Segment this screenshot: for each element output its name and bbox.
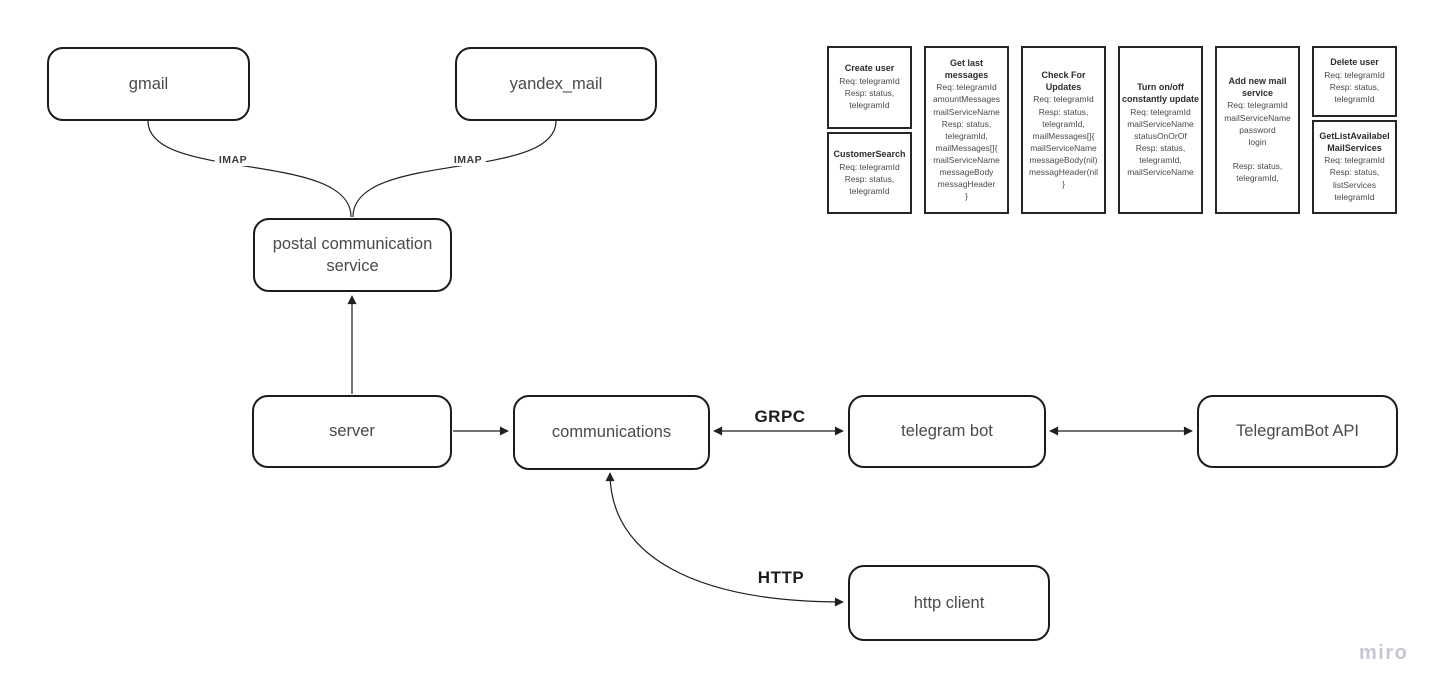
api-card-column-3: Check For Updates Req: telegramId Resp: … (1021, 46, 1106, 214)
api-card-body: Req: telegramId Resp: status, telegramId (839, 76, 900, 111)
connector-communications-httpclient-http[interactable] (605, 472, 844, 607)
api-card-title: Delete user (1330, 57, 1379, 68)
connector-yandex-postal[interactable] (352, 120, 557, 218)
api-card-create-user[interactable]: Create user Req: telegramId Resp: status… (827, 46, 912, 129)
api-card-body: Req: telegramId Resp: status, telegramId… (1029, 94, 1098, 189)
edge-label-imap-right[interactable]: IMAP (449, 154, 487, 166)
api-card-title: Create user (844, 63, 895, 74)
api-card-title: CustomerSearch (833, 148, 906, 159)
node-postal-communication-service[interactable]: postal communication service (253, 218, 452, 292)
node-communications[interactable]: communications (513, 395, 710, 470)
api-card-title: Turn on/off constantly update (1122, 82, 1200, 104)
api-card-title: GetListAvailabel MailServices (1319, 131, 1390, 153)
connector-gmail-postal[interactable] (147, 120, 352, 218)
node-server[interactable]: server (252, 395, 452, 468)
node-gmail-label: gmail (128, 74, 169, 93)
edge-label-http[interactable]: HTTP (753, 568, 809, 588)
api-card-getlist-availabel-mailservices[interactable]: GetListAvailabel MailServices Req: teleg… (1312, 119, 1397, 214)
api-card-body: Req: telegramId Resp: status, telegramId (1324, 70, 1385, 105)
node-yandex-mail[interactable]: yandex_mail (455, 47, 657, 121)
node-telegrambot-api[interactable]: TelegramBot API (1197, 395, 1398, 468)
node-http-client-label: http client (913, 593, 985, 612)
miro-watermark: miro (1359, 642, 1409, 664)
node-http-client[interactable]: http client (848, 565, 1050, 641)
node-postal-label: postal communication service (272, 234, 433, 275)
api-card-column-1: Create user Req: telegramId Resp: status… (827, 46, 912, 214)
api-card-column-6: Delete user Req: telegramId Resp: status… (1312, 46, 1397, 214)
api-card-customer-search[interactable]: CustomerSearch Req: telegramId Resp: sta… (827, 131, 912, 214)
edge-label-imap-left[interactable]: IMAP (214, 154, 252, 166)
api-card-get-last-messages[interactable]: Get last messages Req: telegramId amount… (924, 46, 1009, 214)
api-card-body: Req: telegramId Resp: status, listServic… (1324, 155, 1385, 202)
api-cards-group: Create user Req: telegramId Resp: status… (827, 46, 1397, 214)
api-card-body: Req: telegramId mailServiceName password… (1224, 100, 1291, 183)
api-card-check-for-updates[interactable]: Check For Updates Req: telegramId Resp: … (1021, 46, 1106, 214)
api-card-body: Req: telegramId mailServiceName statusOn… (1127, 106, 1194, 177)
node-yandex-mail-label: yandex_mail (509, 74, 603, 93)
node-telegram-bot-label: telegram bot (901, 422, 993, 441)
api-card-body: Req: telegramId Resp: status, telegramId (839, 161, 900, 196)
node-telegram-bot[interactable]: telegram bot (848, 395, 1046, 468)
node-gmail[interactable]: gmail (47, 47, 250, 121)
api-card-delete-user[interactable]: Delete user Req: telegramId Resp: status… (1312, 46, 1397, 117)
api-card-title: Check For Updates (1041, 70, 1086, 92)
api-card-title: Add new mail service (1228, 76, 1287, 98)
api-card-turn-on-off-update[interactable]: Turn on/off constantly update Req: teleg… (1118, 46, 1203, 214)
api-card-body: Req: telegramId amountMessages mailServi… (932, 82, 1001, 201)
node-server-label: server (329, 422, 375, 441)
api-card-column-5: Add new mail service Req: telegramId mai… (1215, 46, 1300, 214)
api-card-title: Get last messages (944, 58, 989, 80)
api-card-add-new-mail-service[interactable]: Add new mail service Req: telegramId mai… (1215, 46, 1300, 214)
api-card-column-2: Get last messages Req: telegramId amount… (924, 46, 1009, 214)
edge-label-grpc[interactable]: GRPC (750, 407, 810, 427)
api-card-column-4: Turn on/off constantly update Req: teleg… (1118, 46, 1203, 214)
node-telegrambot-api-label: TelegramBot API (1236, 422, 1359, 441)
node-communications-label: communications (551, 423, 672, 442)
